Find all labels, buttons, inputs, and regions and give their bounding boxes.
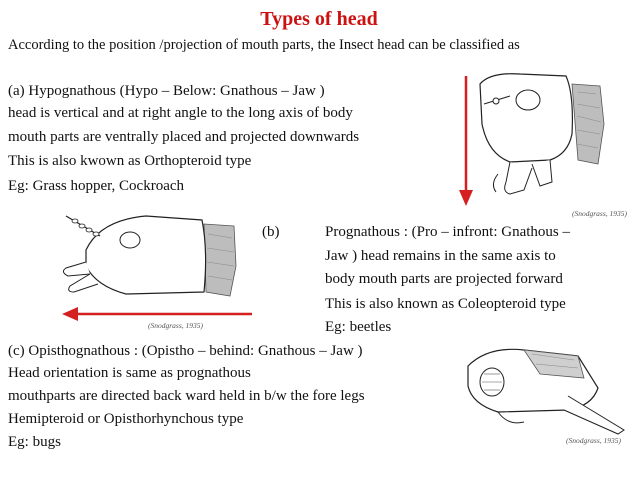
slide-title: Types of head [260, 8, 378, 30]
prognathous-credit: (Snodgrass, 1935) [148, 321, 204, 330]
opisthognathous-head-illustration: (Snodgrass, 1935) [467, 348, 625, 445]
section-b-marker: (b) [262, 224, 280, 240]
section-c-line: Head orientation is same as prognathous [8, 365, 251, 381]
section-a-line: Eg: Grass hopper, Cockroach [8, 178, 185, 194]
section-a-line: This is also kwown as Orthopteroid type [8, 153, 252, 169]
section-b-line: Eg: beetles [325, 319, 392, 335]
opisthognathous-head-figure: (Snodgrass, 1935) [428, 326, 630, 446]
hypognathous-credit: (Snodgrass, 1935) [572, 209, 628, 218]
section-b-line: Jaw ) head remains in the same axis to [325, 248, 556, 264]
section-c-line: mouthparts are directed back ward held i… [8, 388, 365, 404]
section-c-line: Hemipteroid or Opisthorhynchous type [8, 411, 244, 427]
section-c-line: Eg: bugs [8, 434, 61, 450]
section-b-line: This is also known as Coleopteroid type [325, 296, 566, 312]
section-b-line: Prognathous : (Pro – infront: Gnathous – [325, 224, 570, 240]
opisthognathous-credit: (Snodgrass, 1935) [566, 436, 622, 445]
section-a-line: mouth parts are ventrally placed and pro… [8, 129, 360, 145]
section-a-line: head is vertical and at right angle to t… [8, 105, 353, 121]
section-a-heading: (a) Hypognathous (Hypo – Below: Gnathous… [8, 83, 325, 99]
section-c-heading: (c) Opisthognathous : (Opistho – behind:… [8, 343, 363, 359]
intro-text: According to the position /projection of… [8, 37, 520, 53]
prognathous-head-figure: (Snodgrass, 1935) [56, 206, 261, 334]
prognathous-head-illustration: (Snodgrass, 1935) [62, 215, 252, 330]
hypognathous-head-illustration: (Snodgrass, 1935) [459, 73, 628, 218]
section-b-line: body mouth parts are projected forward [325, 271, 563, 287]
hypognathous-head-figure: (Snodgrass, 1935) [440, 64, 628, 224]
